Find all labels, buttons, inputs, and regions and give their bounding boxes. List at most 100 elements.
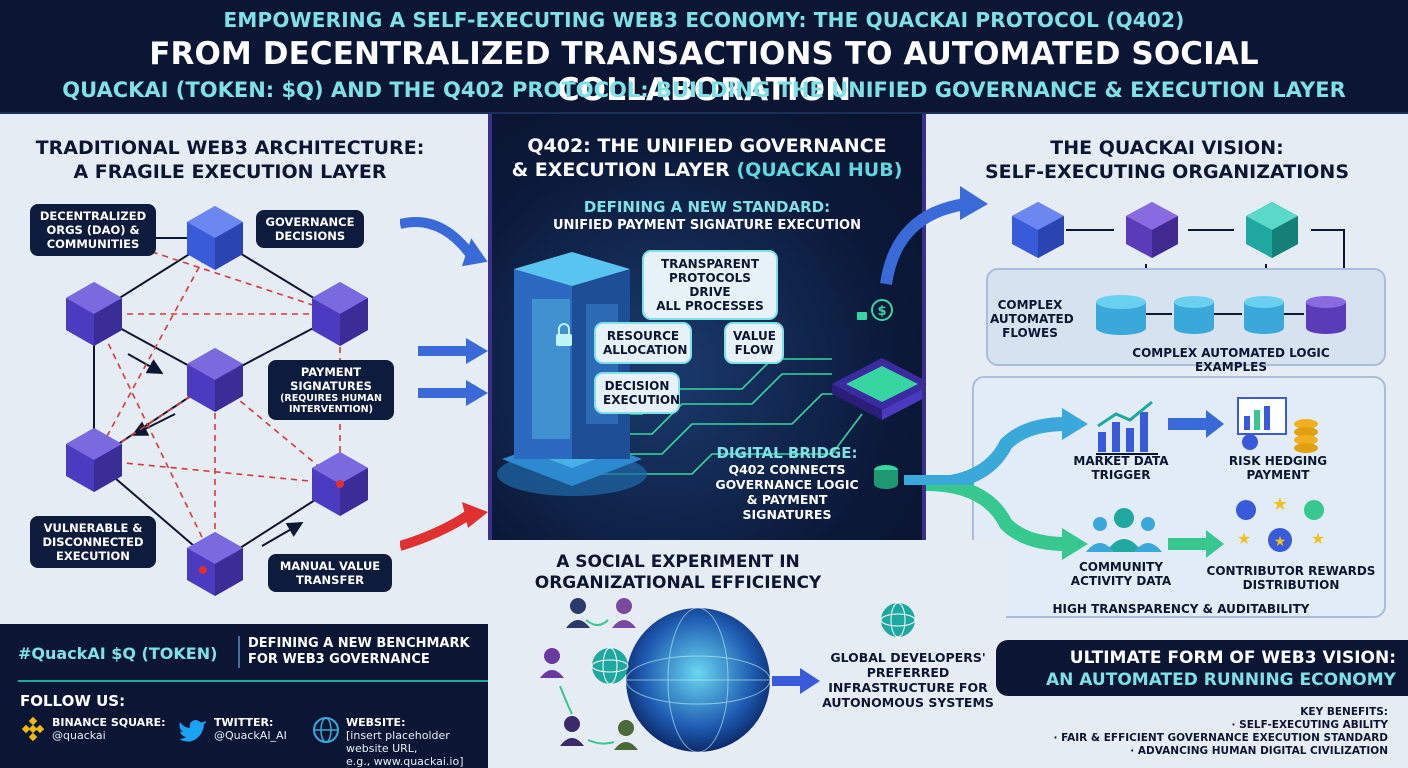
market-data-label: MARKET DATA TRIGGER [1066, 454, 1176, 482]
cube-icon [312, 282, 368, 346]
hub-tower [497, 252, 647, 496]
transparency-label: HIGH TRANSPARENCY & AUDITABILITY [1052, 602, 1310, 616]
follow-us-title: FOLLOW US: [20, 692, 126, 710]
flow-arrows [400, 217, 488, 551]
automation-examples-box [972, 376, 1386, 618]
pay-label-l2: SIGNATURES [290, 379, 372, 393]
q402-title: Q402: THE UNIFIED GOVERNANCE & EXECUTION… [492, 134, 922, 182]
bm-l1: DEFINING A NEW BENCHMARK [248, 636, 470, 651]
payment-signatures-label: PAYMENT SIGNATURES (REQUIRES HUMAN INTER… [268, 360, 394, 420]
de-l2: EXECUTION [603, 393, 681, 407]
tp-l2: PROTOCOLS DRIVE [669, 271, 751, 299]
ra-l2: ALLOCATION [603, 343, 688, 357]
new-standard-subtitle: UNIFIED PAYMENT SIGNATURE EXECUTION [552, 218, 861, 233]
pay-label-l4: INTERVENTION) [289, 404, 373, 415]
man-label-l2: TRANSFER [295, 573, 365, 587]
dao-label-l3: COMMUNITIES [46, 237, 140, 251]
self-executing-chain [1012, 202, 1347, 314]
website-l1: [insert placeholder website URL, [346, 729, 450, 755]
cf-l3: FLOWES [1002, 326, 1058, 340]
benefit-2: FAIR & EFFICIENT GOVERNANCE EXECUTION ST… [1061, 732, 1388, 744]
svg-text:★: ★ [1237, 529, 1251, 548]
traditional-title-line1: TRADITIONAL WEB3 ARCHITECTURE: [35, 137, 425, 159]
resource-allocation-bubble: RESOURCE ALLOCATION [594, 322, 692, 364]
gov-label-l1: GOVERNANCE [265, 215, 355, 229]
binance-label: BINANCE SQUARE: [52, 716, 166, 729]
benefit-1: SELF-EXECUTING ABILITY [1239, 719, 1388, 731]
lock-icon [857, 312, 867, 320]
cube-icon [312, 452, 368, 516]
fragile-network-diagram [66, 206, 368, 596]
lock-icon [556, 323, 572, 346]
dollar-icon: $ [871, 299, 893, 321]
cr-l1: CONTRIBUTOR REWARDS [1206, 564, 1376, 578]
benchmark-text: DEFINING A NEW BENCHMARK FOR WEB3 GOVERN… [238, 636, 488, 668]
star-icon: ★ ★ ★ ★ [1236, 494, 1325, 552]
vul-label-l3: EXECUTION [56, 549, 130, 563]
vision-title-l1: THE QUACKAI VISION: [1050, 137, 1284, 159]
global-developers-text: GLOBAL DEVELOPERS' PREFERRED INFRASTRUCT… [808, 650, 1008, 710]
vision-title-l2: SELF-EXECUTING ORGANIZATIONS [985, 161, 1349, 183]
follow-us-footer: #QuackAI $Q (TOKEN) DEFINING A NEW BENCH… [0, 624, 488, 768]
svg-text:$: $ [877, 304, 886, 319]
website-l2: e.g., www.quackai.io] [346, 755, 464, 768]
website-link[interactable]: WEBSITE: [insert placeholder website URL… [312, 716, 488, 768]
benefit-item: · SELF-EXECUTING ABILITY [1231, 719, 1389, 731]
traditional-architecture-panel: TRADITIONAL WEB3 ARCHITECTURE: A FRAGILE… [0, 114, 488, 624]
q402-title-l2b: (QUACKAI HUB) [736, 159, 903, 181]
ultimate-line2: AN AUTOMATED RUNNING ECONOMY [1045, 670, 1396, 690]
community-activity-label: COMMUNITY ACTIVITY DATA [1066, 560, 1176, 588]
complex-flows-label: COMPLEX AUTOMATED FLOWES [990, 298, 1074, 340]
q402-title-l1: Q402: THE UNIFIED GOVERNANCE [527, 135, 887, 157]
bridge-title: DIGITAL BRIDGE: [716, 444, 858, 462]
header-line3: QUACKAI (TOKEN: $Q) AND THE Q402 PROTOCO… [62, 78, 1346, 102]
people-icon [540, 598, 638, 750]
cube-icon [1012, 202, 1064, 258]
man-label-l1: MANUAL VALUE [279, 559, 381, 573]
vf-l2: FLOW [734, 343, 774, 357]
coins-icon [1237, 397, 1318, 453]
traditional-title: TRADITIONAL WEB3 ARCHITECTURE: A FRAGILE… [0, 136, 460, 184]
globe-icon [880, 602, 916, 638]
dao-label-l2: ORGS (DAO) & [46, 223, 140, 237]
binance-value: @quackai [52, 729, 106, 742]
social-title-l2: ORGANIZATIONAL EFFICIENCY [534, 573, 822, 593]
twitter-label: TWITTER: [214, 716, 274, 729]
social-title: A SOCIAL EXPERIMENT IN ORGANIZATIONAL EF… [508, 552, 848, 594]
md-l2: TRIGGER [1091, 468, 1151, 482]
q402-title-l2a: & EXECUTION LAYER [511, 159, 730, 181]
ca-l1: COMMUNITY [1078, 560, 1164, 574]
pay-label-l3: (REQUIRES HUMAN [280, 393, 382, 404]
footer-divider [18, 680, 488, 682]
cf-l2: AUTOMATED [990, 312, 1074, 326]
transparent-protocols-bubble: TRANSPARENT PROTOCOLS DRIVE ALL PROCESSE… [642, 250, 778, 320]
tp-l1: TRANSPARENT [660, 257, 760, 271]
ra-l1: RESOURCE [606, 329, 680, 343]
vul-label-l2: DISCONNECTED [42, 535, 144, 549]
logic-cylinders [1096, 295, 1346, 335]
twitter-link[interactable]: TWITTER: @QuackAI_AI [178, 716, 287, 742]
benefits-title: KEY BENEFITS: [1300, 706, 1388, 718]
key-benefits: KEY BENEFITS: · SELF-EXECUTING ABILITY ·… [1054, 706, 1388, 758]
traditional-title-line2: A FRAGILE EXECUTION LAYER [73, 161, 387, 183]
bridge-l1: Q402 CONNECTS [728, 462, 846, 477]
hashtag-text: #QuackAI $Q (TOKEN) [18, 644, 218, 663]
bridge-l2: GOVERNANCE LOGIC [715, 477, 859, 492]
twitter-value: @QuackAI_AI [214, 729, 287, 742]
header-line1: EMPOWERING A SELF-EXECUTING WEB3 ECONOMY… [223, 8, 1185, 32]
gd-l1: GLOBAL DEVELOPERS' [830, 650, 986, 665]
vul-label-l1: VULNERABLE & [43, 521, 143, 535]
cube-icon [187, 206, 243, 270]
cf-l1: COMPLEX [997, 298, 1063, 312]
cube-icon [1126, 202, 1178, 258]
rh-l2: PAYMENT [1246, 468, 1310, 482]
binance-icon [21, 716, 45, 742]
binance-link[interactable]: BINANCE SQUARE: @quackai [20, 716, 166, 742]
cube-icon [187, 348, 243, 412]
twitter-icon [179, 720, 206, 742]
gd-l2: PREFERRED [866, 665, 950, 680]
quackai-vision-panel: THE QUACKAI VISION: SELF-EXECUTING ORGAN… [880, 114, 1408, 634]
svg-text:★: ★ [1311, 529, 1325, 548]
cube-icon [66, 282, 122, 346]
database-icon [874, 465, 898, 489]
